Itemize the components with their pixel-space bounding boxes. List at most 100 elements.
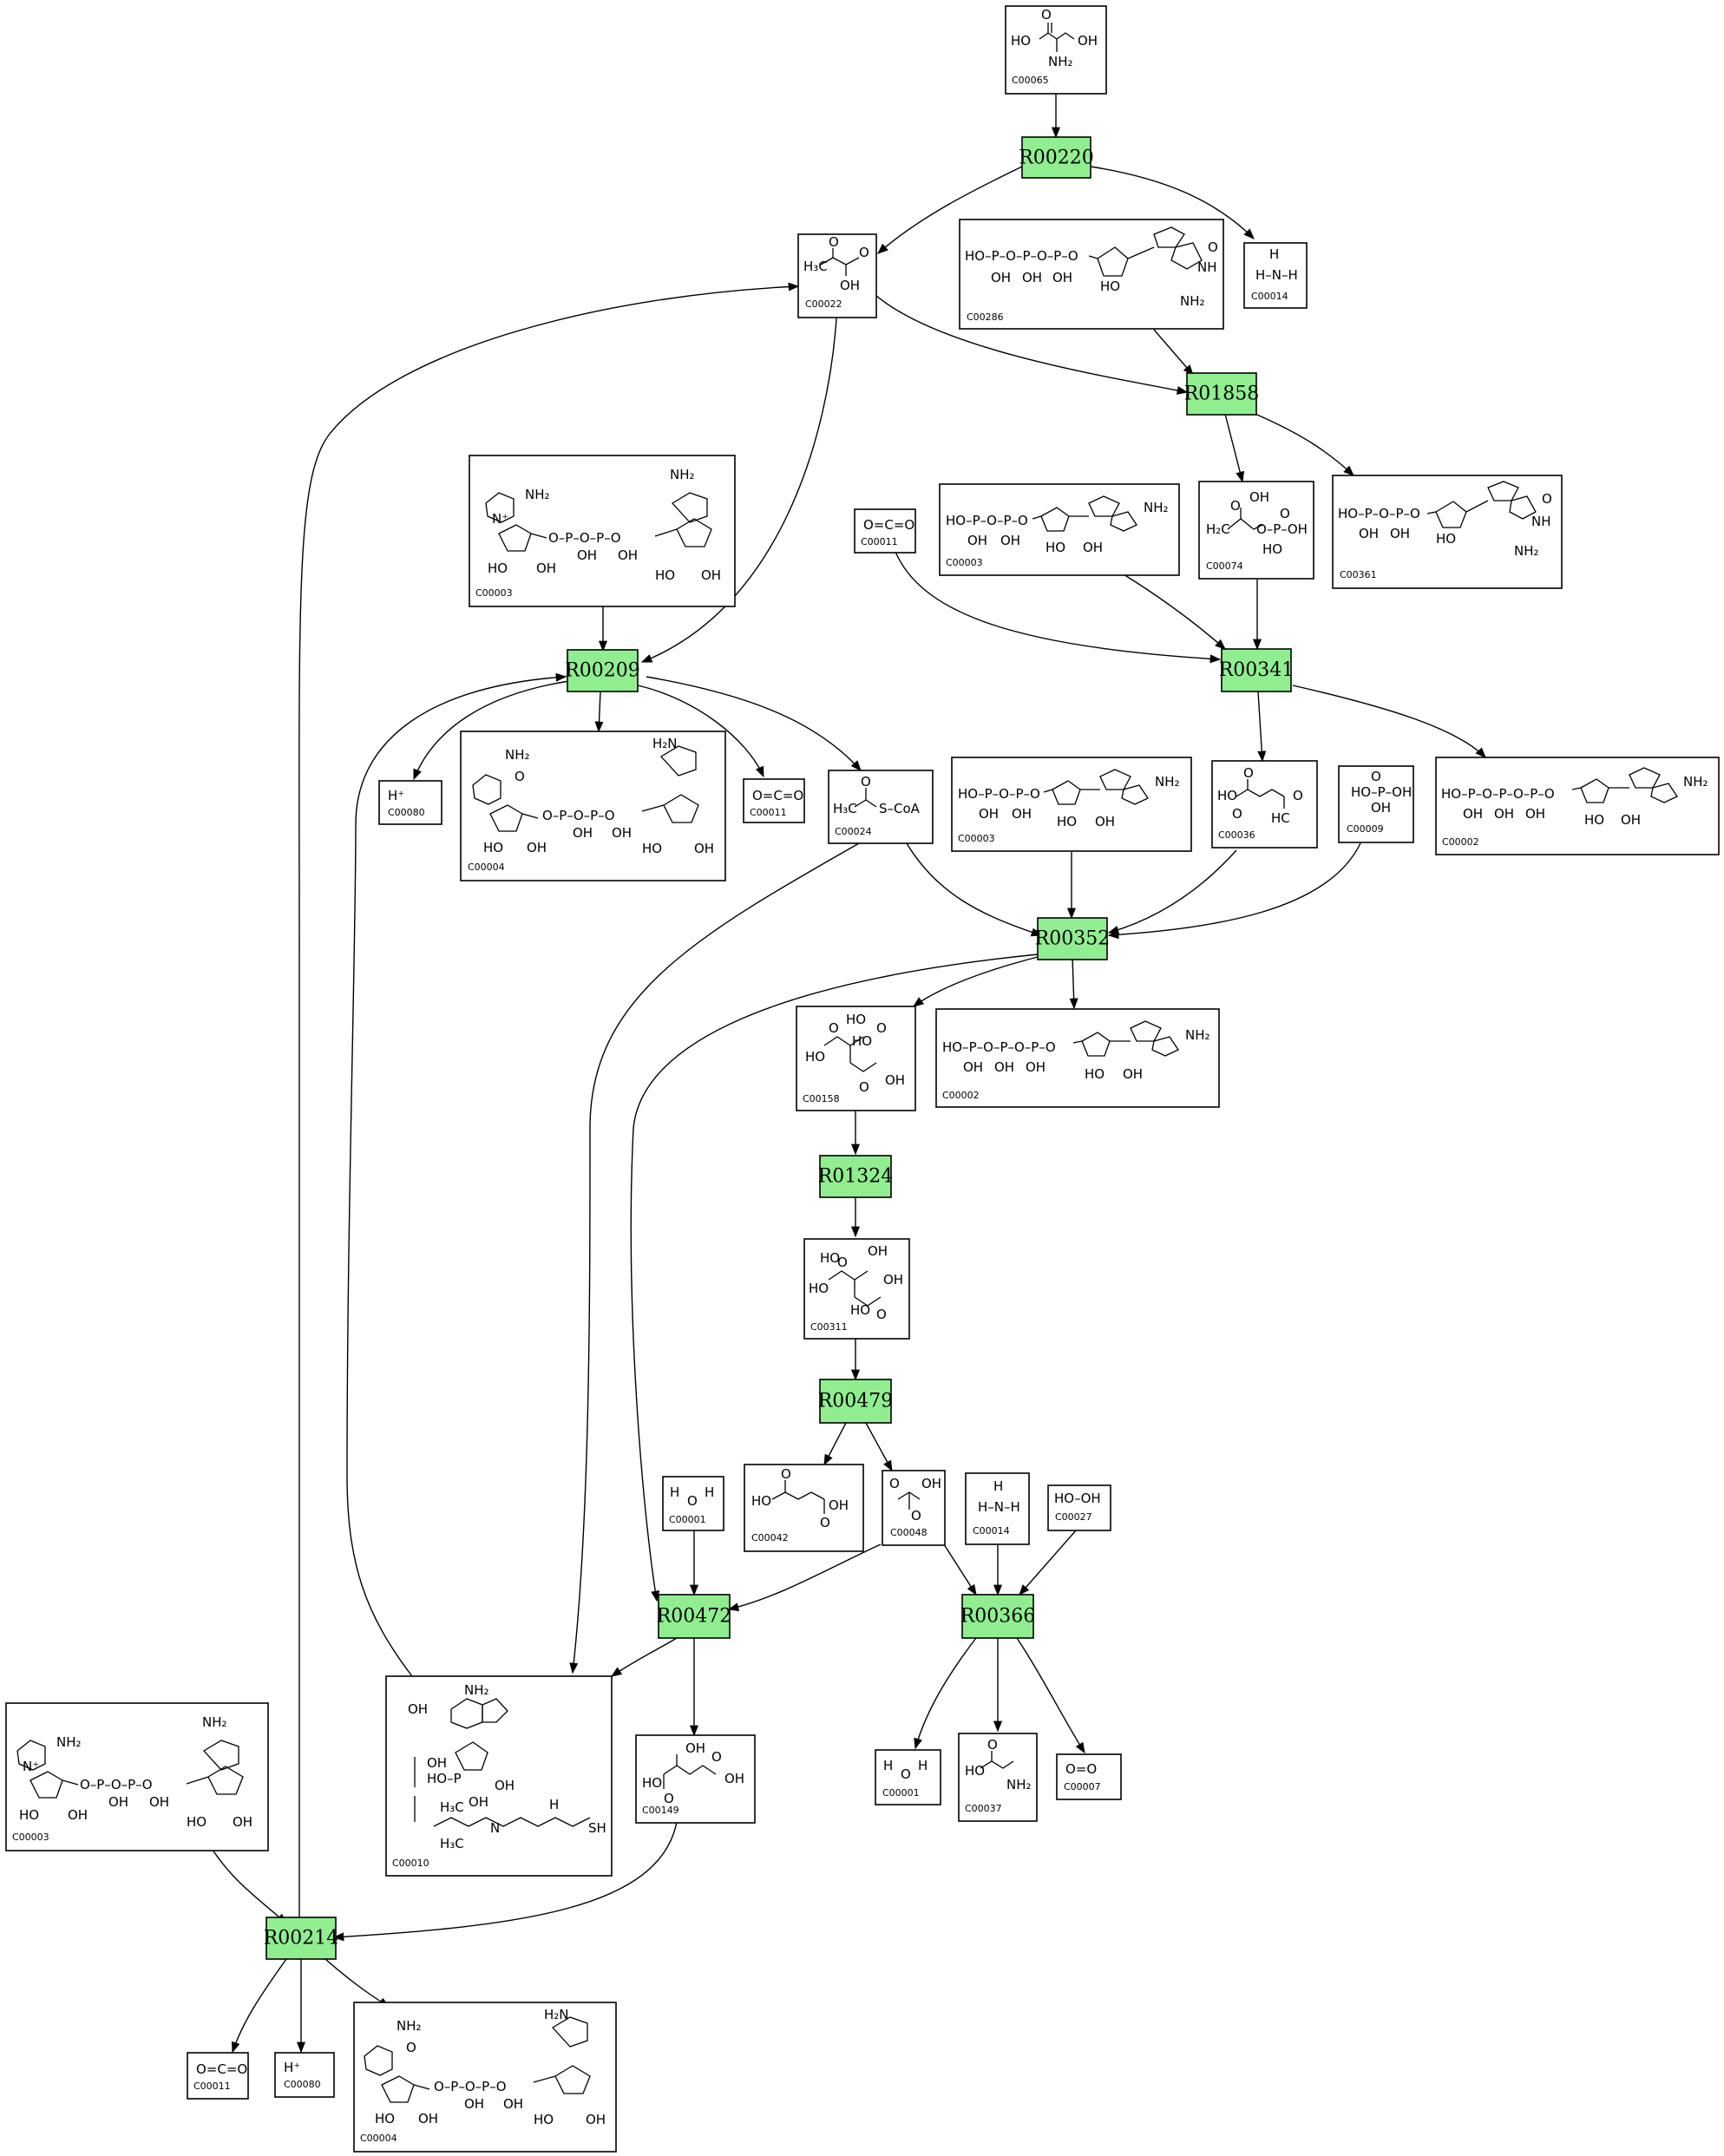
atom-label: OH — [1078, 33, 1098, 49]
compound-c00014-b[interactable]: H H–N–H C00014 — [965, 1472, 1030, 1545]
compound-c00037[interactable]: O HO NH₂ C00037 — [958, 1733, 1038, 1822]
compound-c00074[interactable]: OH O H₂C O–P–OH HO O C00074 — [1198, 481, 1314, 580]
compound-c00048[interactable]: O OH O C00048 — [882, 1470, 946, 1546]
reaction-label[interactable]: R00352 — [1035, 928, 1111, 950]
atom-label: NH₂ — [464, 1682, 489, 1698]
atom-label: OH — [1022, 270, 1042, 285]
reaction-r01324[interactable]: R01324 — [818, 1155, 894, 1198]
reaction-box[interactable] — [1037, 917, 1108, 960]
compound-c00027[interactable]: HO–OH C00027 — [1047, 1484, 1111, 1531]
compound-c00311[interactable]: OH HO O HO OH HO O C00311 — [803, 1238, 910, 1340]
compound-c00361[interactable]: HO–P–O–P–O OH OH HO NH₂ NH O C00361 — [1332, 475, 1563, 589]
compound-box — [1435, 757, 1720, 855]
atom-label: HO — [483, 840, 503, 855]
reaction-r00214[interactable]: R00214 — [264, 1917, 339, 1960]
reaction-label[interactable]: R00472 — [657, 1606, 732, 1628]
atom-label: HO–P–O–P–O — [946, 513, 1028, 528]
reaction-label[interactable]: R00366 — [960, 1606, 1036, 1628]
edge-c00048-r00472 — [727, 1543, 882, 1612]
compound-c00036[interactable]: HO O O O HC C00036 — [1211, 760, 1318, 849]
compound-c00024[interactable]: O H₃C S–CoA C00024 — [828, 770, 934, 844]
compound-c00003-c[interactable]: NH₂ NH₂ N⁺ HO OH HO OH O–P–O–P–O OH OH C… — [5, 1702, 269, 1851]
reaction-box[interactable] — [819, 1379, 892, 1424]
reaction-r00220[interactable]: R00220 — [1019, 136, 1094, 179]
compound-c00007[interactable]: O=O C00007 — [1056, 1753, 1122, 1800]
reaction-box[interactable] — [567, 649, 639, 692]
structure-drawing — [1236, 779, 1285, 809]
compound-c00009[interactable]: O HO–P–OH OH C00009 — [1338, 765, 1414, 843]
atom-label: OH — [68, 1807, 88, 1823]
compound-c00002-a[interactable]: HO–P–O–P–O–P–O OH OH OH NH₂ HO OH C00002 — [1435, 757, 1720, 855]
reaction-r00479[interactable]: R00479 — [818, 1379, 894, 1424]
compound-c00001-b[interactable]: H O H C00001 — [875, 1749, 941, 1805]
compound-c00149[interactable]: OH O HO OH O C00149 — [635, 1734, 756, 1824]
compound-c00004-b[interactable]: NH₂ H₂N HO OH HO OH O–P–O–P–O OH OH O C0… — [353, 2002, 617, 2153]
reaction-box[interactable] — [265, 1917, 337, 1960]
reaction-box[interactable] — [1221, 648, 1292, 692]
atom-label: O=O — [1065, 1761, 1097, 1777]
atom-label: HO — [642, 841, 662, 856]
compound-c00001-a[interactable]: H O H C00001 — [662, 1476, 724, 1531]
compound-c00158[interactable]: HO O HO HO O OH O C00158 — [796, 1006, 916, 1111]
compound-box — [469, 455, 736, 607]
compound-c00080-a[interactable]: H⁺ C00080 — [378, 780, 442, 825]
compound-c00022[interactable]: O H₃C O OH C00022 — [797, 233, 877, 318]
atom-label: HO — [965, 1763, 985, 1779]
reaction-label[interactable]: R01324 — [818, 1166, 894, 1188]
reaction-label[interactable]: R00479 — [818, 1391, 894, 1412]
compound-c00010[interactable]: NH₂ OH OH HO–P OH H₃C OH H₃C H N SH C000… — [385, 1675, 613, 1877]
atom-label: OH — [1621, 812, 1641, 828]
edge-c00286-r01858 — [1153, 329, 1194, 376]
compound-c00014-top[interactable]: H H–N–H C00014 — [1243, 242, 1308, 309]
compound-c00003-b[interactable]: HO–P–O–P–O OH OH NH₂ HO OH C00003 — [951, 757, 1192, 852]
reaction-r00209[interactable]: R00209 — [565, 649, 640, 692]
structure-drawing — [1072, 1020, 1179, 1057]
reaction-r01858[interactable]: R01858 — [1184, 372, 1260, 416]
atom-label: NH₂ — [1180, 293, 1205, 309]
atom-label: NH₂ — [397, 2018, 422, 2034]
structure-drawing — [828, 1270, 882, 1307]
atom-label: H₃C — [440, 1836, 464, 1851]
compound-c00004-a[interactable]: NH₂ H₂N HO OH HO OH O–P–O–P–O OH OH O C0… — [460, 731, 726, 881]
reaction-box[interactable] — [819, 1155, 892, 1198]
compound-c00286[interactable]: HO–P–O–P–O–P–O OH OH OH HO NH₂ NH O C002… — [959, 219, 1224, 330]
compound-c00002-b[interactable]: HO–P–O–P–O–P–O OH OH OH NH₂ HO OH C00002 — [935, 1008, 1220, 1108]
reaction-box[interactable] — [1021, 136, 1091, 179]
compound-c00003-top[interactable]: NH₂ NH₂ N⁺ HO OH HO OH O–P–O–P–O OH OH C… — [469, 455, 736, 607]
atom-label: OH — [885, 1072, 905, 1088]
atom-label: O — [1371, 769, 1381, 784]
compound-c00065[interactable]: O HO NH₂ OH C00065 — [1005, 5, 1107, 95]
reaction-label[interactable]: R00209 — [565, 660, 640, 682]
compound-c00080-b[interactable]: H⁺ C00080 — [274, 2052, 335, 2098]
atom-label: OH — [868, 1243, 888, 1259]
reaction-box[interactable] — [961, 1594, 1034, 1639]
atom-label: OH — [536, 560, 556, 576]
reaction-label[interactable]: R00341 — [1219, 659, 1295, 681]
atom-label: H₃C — [803, 259, 828, 274]
edge-c00036-r00352 — [1107, 849, 1237, 934]
reaction-label[interactable]: R00220 — [1019, 147, 1094, 169]
reaction-box[interactable] — [658, 1594, 731, 1639]
reaction-r00472[interactable]: R00472 — [657, 1594, 732, 1639]
compound-c00011-c[interactable]: O=C=O C00011 — [187, 2052, 249, 2100]
atom-label: O — [406, 2040, 416, 2055]
compound-c00011-b[interactable]: O=C=O C00011 — [743, 778, 805, 823]
atom-label: O–P–O–P–O — [80, 1777, 153, 1792]
compound-id: C00010 — [392, 1858, 429, 1869]
atom-label: O — [1280, 506, 1290, 521]
compound-c00042[interactable]: HO O OH O C00042 — [744, 1464, 864, 1552]
compound-c00011-a[interactable]: O=C=O C00011 — [854, 508, 916, 554]
atom-label: O — [987, 1737, 998, 1753]
reaction-box[interactable] — [1186, 372, 1257, 416]
compound-c00003-mid[interactable]: HO–P–O–P–O OH OH NH₂ HO OH C00003 — [939, 483, 1180, 576]
edge-c00003c-r00214 — [212, 1849, 287, 1924]
reaction-r00341[interactable]: R00341 — [1219, 648, 1295, 692]
compound-id: C00027 — [1055, 1511, 1092, 1523]
reaction-label[interactable]: R01858 — [1184, 383, 1260, 405]
compound-id: C00048 — [890, 1527, 928, 1538]
compound-box — [1047, 1484, 1111, 1531]
atom-label: OH — [495, 1778, 515, 1793]
reaction-r00366[interactable]: R00366 — [960, 1594, 1036, 1639]
reaction-label[interactable]: R00214 — [264, 1928, 339, 1950]
reaction-r00352[interactable]: R00352 — [1035, 917, 1111, 960]
